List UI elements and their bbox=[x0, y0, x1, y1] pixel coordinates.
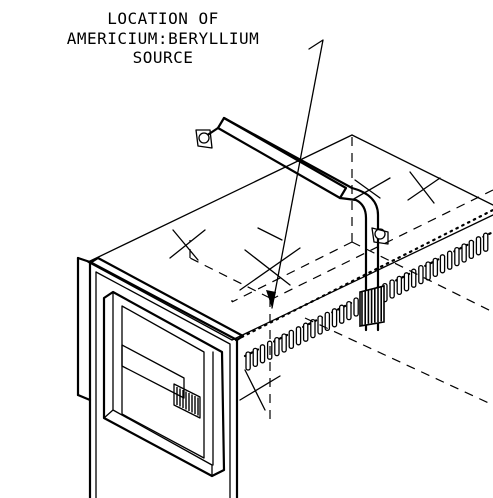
vent-slot bbox=[245, 351, 251, 371]
vent-slot bbox=[439, 254, 446, 274]
vent-slot bbox=[346, 300, 352, 321]
handle-pivot-right bbox=[374, 228, 386, 240]
vent-slot bbox=[418, 264, 424, 285]
vent-slot bbox=[295, 326, 302, 346]
vent-slot bbox=[482, 232, 489, 252]
vent-slot bbox=[288, 329, 295, 350]
vent-slots bbox=[245, 232, 489, 371]
front-panel bbox=[102, 290, 226, 478]
vent-slot bbox=[396, 275, 403, 296]
vent-slot bbox=[475, 236, 482, 256]
front-connector bbox=[173, 383, 201, 419]
display-window bbox=[121, 344, 185, 399]
vent-slot bbox=[252, 347, 259, 368]
vent-slot bbox=[331, 308, 338, 328]
vent-slot bbox=[338, 304, 345, 324]
vent-slot bbox=[302, 322, 309, 342]
crosshair-marks bbox=[169, 171, 441, 411]
leader-arrow bbox=[266, 39, 324, 309]
vent-slot bbox=[389, 279, 395, 299]
enclosure-top-face bbox=[87, 134, 493, 341]
vent-slot bbox=[403, 272, 410, 292]
vent-slot bbox=[454, 246, 460, 267]
vent-slot bbox=[425, 261, 431, 281]
vent-slot bbox=[353, 297, 359, 317]
hidden-edges bbox=[189, 137, 493, 420]
front-bezel bbox=[76, 256, 245, 498]
vent-slot bbox=[461, 243, 467, 263]
vent-slot bbox=[259, 344, 266, 364]
vent-dotted-lines bbox=[234, 208, 493, 358]
vent-slot bbox=[324, 311, 331, 332]
carry-handle bbox=[195, 116, 389, 332]
callout-line-1: LOCATION OF bbox=[107, 9, 218, 28]
vent-slot bbox=[446, 250, 453, 270]
callout-line-3: SOURCE bbox=[133, 48, 194, 67]
source-callout-label: LOCATION OF AMERICIUM:BERYLLIUM SOURCE bbox=[67, 9, 260, 67]
vent-slot bbox=[310, 318, 316, 339]
vent-slot bbox=[281, 333, 287, 353]
handle-pivot-left bbox=[198, 132, 210, 144]
vent-slot bbox=[432, 257, 439, 278]
vent-slot bbox=[274, 336, 280, 357]
callout-line-2: AMERICIUM:BERYLLIUM bbox=[67, 29, 260, 48]
vent-slot bbox=[468, 239, 475, 260]
handle-clamp bbox=[359, 284, 385, 327]
